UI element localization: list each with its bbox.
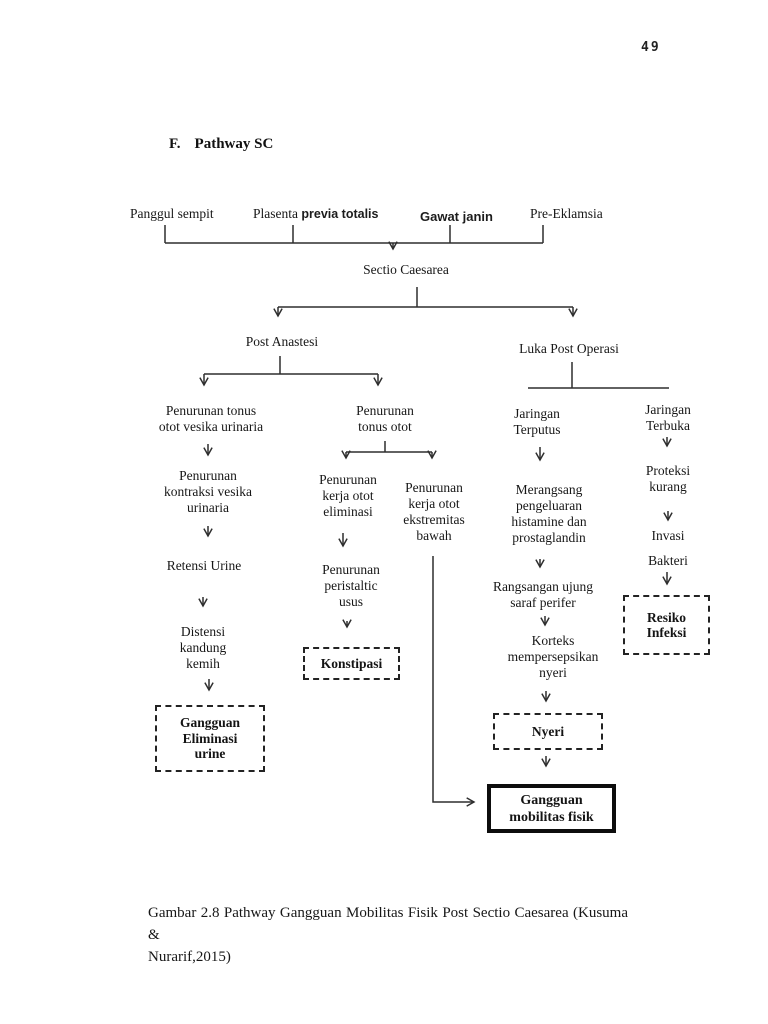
box-nyeri: Nyeri [493,713,603,750]
box-gangguan-mobilitas: Gangguan mobilitas fisik [487,784,616,833]
cause-plasenta-previa: Plasenta previa totalis [253,206,379,222]
node-post-anastesi: Post Anastesi [245,334,319,349]
node-korteks-nyeri: Korteks mempersepsikan nyeri [507,633,599,680]
cause-gawat-janin: Gawat janin [420,209,493,224]
box-konstipasi: Konstipasi [303,647,400,680]
cause-panggul-sempit: Panggul sempit [130,206,214,221]
figure-caption-line1: Gambar 2.8 Pathway Gangguan Mobilitas Fi… [148,905,628,943]
node-kerja-otot-eliminasi: Penurunan kerja otot eliminasi [319,472,377,519]
page-number: 49 [641,40,661,55]
node-distensi-kandung: Distensi kandung kemih [179,624,227,671]
section-heading: F. Pathway SC [169,136,273,153]
node-rangsangan-saraf: Rangsangan ujung saraf perifer [492,579,594,610]
box-resiko-infeksi-label: Resiko Infeksi [646,609,687,641]
box-gangguan-eliminasi-label: Gangguan Eliminasi urine [179,715,241,762]
figure-caption-line2: Nurarif,2015) [148,949,231,965]
node-penurunan-tonus-vesika: Penurunan tonus otot vesika urinaria [158,403,264,434]
box-gangguan-mobilitas-label: Gangguan mobilitas fisik [509,792,594,825]
node-sectio-caesarea: Sectio Caesarea [363,262,449,277]
node-retensi-urine: Retensi Urine [166,558,242,573]
cause-plasenta-sans: previa totalis [301,207,379,221]
node-invasi: Invasi [651,528,685,543]
node-luka-post-operasi: Luka Post Operasi [519,341,619,356]
section-letter: F. [169,136,181,152]
node-penurunan-tonus-otot: Penurunan tonus otot [356,403,414,434]
node-penurunan-kontraksi: Penurunan kontraksi vesika urinaria [163,468,253,515]
bracket-lines [164,225,544,244]
node-merangsang-histamine: Merangsang pengeluaran histamine dan pro… [511,482,587,545]
node-bakteri: Bakteri [648,553,688,568]
node-kerja-otot-ekstremitas: Penurunan kerja otot ekstremitas bawah [403,480,465,543]
section-title: Pathway SC [194,136,274,152]
cause-pre-eklamsia: Pre-Eklamsia [530,206,603,221]
figure-caption: Gambar 2.8 Pathway Gangguan Mobilitas Fi… [148,902,628,968]
node-jaringan-terbuka: Jaringan Terbuka [645,402,691,433]
node-peristaltic-usus: Penurunan peristaltic usus [322,562,380,609]
box-gangguan-eliminasi: Gangguan Eliminasi urine [155,705,265,772]
branch-lines [204,287,669,453]
box-resiko-infeksi: Resiko Infeksi [623,595,710,655]
elbow-connector [432,556,476,807]
node-jaringan-terputus: Jaringan Terputus [513,406,561,437]
node-proteksi-kurang: Proteksi kurang [645,463,691,494]
cause-plasenta-serif: Plasenta [253,206,298,221]
box-konstipasi-label: Konstipasi [320,655,383,671]
box-nyeri-label: Nyeri [531,723,565,739]
